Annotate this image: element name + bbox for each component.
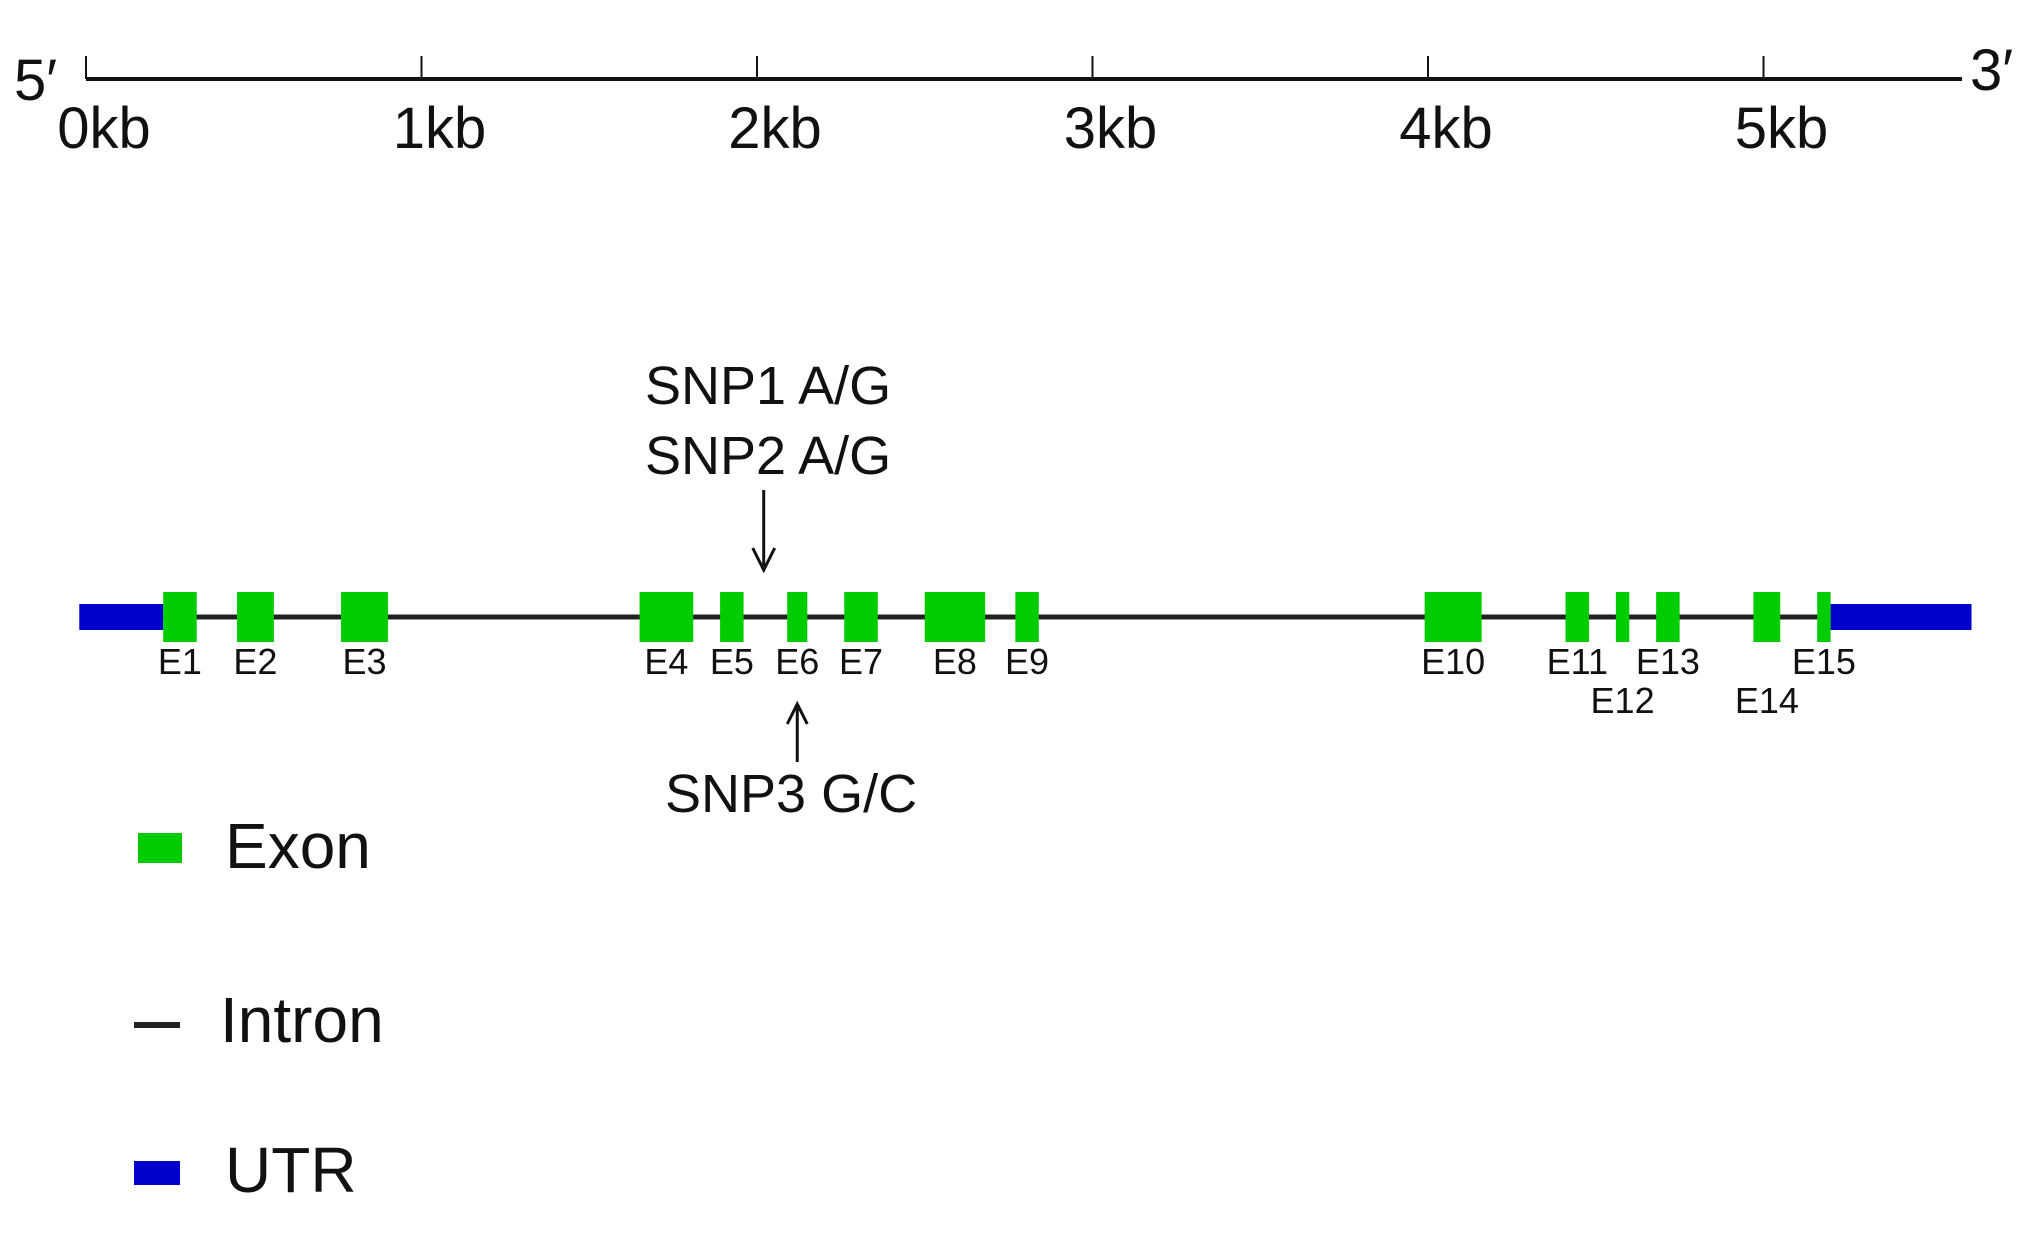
exon-box — [236, 592, 274, 642]
exon-box — [1753, 592, 1781, 642]
exon-box — [844, 592, 878, 642]
exon-box — [720, 592, 744, 642]
exon-label: E10 — [1421, 641, 1485, 682]
exon-label: E7 — [839, 641, 883, 682]
scale-tick-label: 4kb — [1399, 96, 1493, 161]
three-prime-label: 3′ — [1970, 38, 2013, 103]
exon-label: E15 — [1792, 641, 1856, 682]
snp1-label: SNP1 A/G — [645, 356, 891, 416]
legend-intron-label: Intron — [220, 984, 384, 1056]
legend-exon-label: Exon — [225, 810, 371, 882]
exon-label: E6 — [775, 641, 819, 682]
exon-label: E4 — [644, 641, 688, 682]
exon-box — [1015, 592, 1039, 642]
exon-label: E9 — [1005, 641, 1049, 682]
exon-box — [340, 592, 388, 642]
scale-tick-label: 2kb — [728, 96, 822, 161]
exon-box — [1656, 592, 1680, 642]
snp-arrow-down-head — [751, 547, 777, 574]
snp3-label: SNP3 G/C — [665, 764, 917, 824]
snp-annotations: SNP1 A/G SNP2 A/G SNP3 G/C — [645, 356, 917, 824]
snp-arrow-up — [785, 700, 809, 762]
legend-utr-swatch — [134, 1161, 180, 1185]
legend: Exon Intron UTR — [134, 810, 384, 1206]
legend-intron-swatch — [134, 1022, 180, 1028]
exon-box — [1615, 592, 1630, 642]
snp2-label: SNP2 A/G — [645, 426, 891, 486]
utr-3-prime — [1830, 604, 1972, 630]
scale-tick-label: 1kb — [393, 96, 487, 161]
exon-box — [1817, 592, 1831, 642]
scale-tick-label: 0kb — [57, 96, 151, 161]
legend-exon-swatch — [138, 833, 182, 863]
exon-label: E1 — [158, 641, 202, 682]
scale-tick-label: 5kb — [1735, 96, 1829, 161]
exons — [163, 592, 1831, 642]
exon-box — [924, 592, 986, 642]
snp-arrow-down — [751, 490, 777, 574]
scale-tick-label: 3kb — [1064, 96, 1158, 161]
exon-label: E12 — [1591, 680, 1655, 721]
scale-bar: 5′ 3′ 0kb 1kb 2kb 3kb 4kb 5kb — [14, 38, 2013, 161]
scale-ticks: 0kb 1kb 2kb 3kb 4kb 5kb — [57, 56, 1828, 161]
exon-box — [639, 592, 694, 642]
exon-label: E11 — [1547, 641, 1608, 682]
snp-arrow-up-head — [785, 700, 809, 725]
legend-utr-label: UTR — [225, 1134, 357, 1206]
exon-label: E8 — [933, 641, 977, 682]
exon-label: E5 — [710, 641, 754, 682]
exon-box — [1424, 592, 1482, 642]
utr-5-prime — [79, 604, 164, 630]
exon-label: E13 — [1636, 641, 1700, 682]
exon-box — [787, 592, 808, 642]
exon-box — [1565, 592, 1590, 642]
exon-label: E2 — [233, 641, 277, 682]
five-prime-label: 5′ — [14, 48, 57, 113]
exon-label: E14 — [1735, 680, 1799, 721]
exon-label: E3 — [342, 641, 386, 682]
exon-box — [163, 592, 197, 642]
